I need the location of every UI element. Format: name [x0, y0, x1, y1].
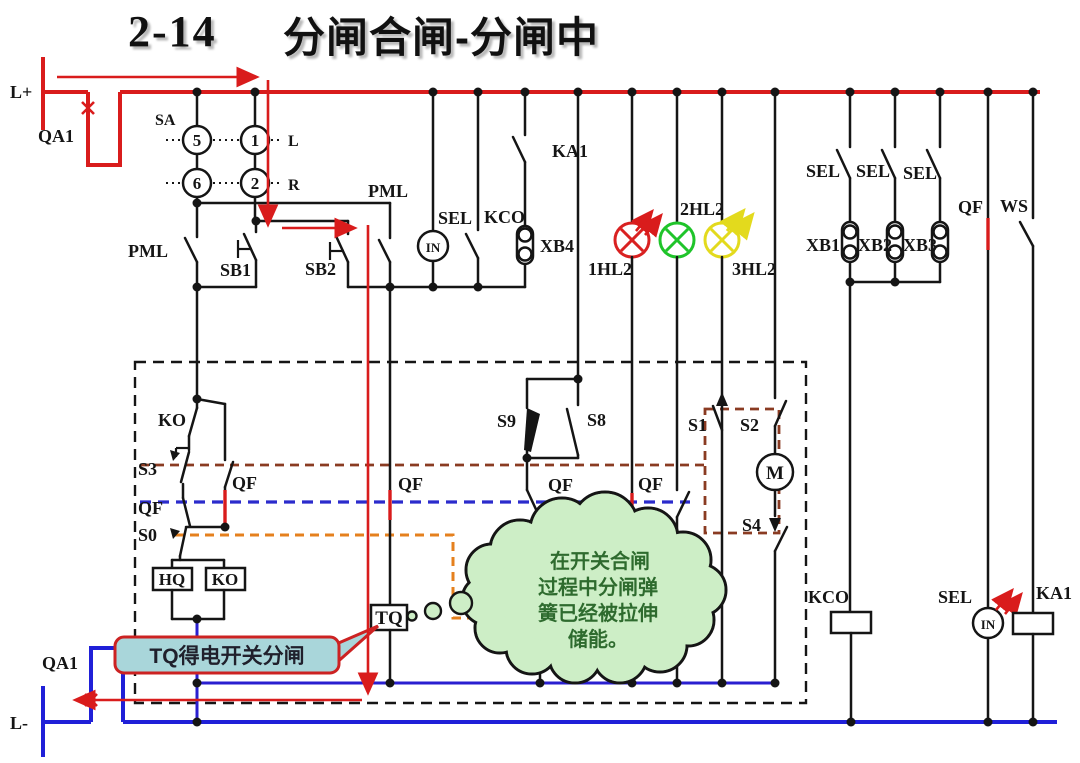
- cloud-line-1: 在开关合闸: [550, 549, 650, 573]
- label-in-mid: IN: [426, 240, 441, 255]
- label-qf-mid-right: QF: [638, 474, 663, 494]
- label-s1: S1: [688, 415, 707, 435]
- label-l-minus: L-: [10, 713, 28, 733]
- thought-bubble-large: [448, 590, 474, 616]
- current-path-annotation: [57, 66, 379, 711]
- label-qa1-bottom: QA1: [42, 653, 78, 673]
- ka1-coil: [1011, 611, 1055, 724]
- label-xb1: XB1: [806, 235, 840, 255]
- cloud-note: 在开关合闸 过程中分闸弹 簧已经被拉伸 储能。: [406, 490, 728, 685]
- lamp-2hl2: [658, 90, 696, 259]
- label-qf-branch: QF: [232, 473, 257, 493]
- label-qa1-top: QA1: [38, 126, 74, 146]
- page-number-title: 2-14: [128, 7, 217, 56]
- breaker-open-cross-bottom: [84, 693, 98, 707]
- motor-branch: [755, 90, 795, 685]
- label-sel-mid: SEL: [438, 208, 472, 228]
- in-signal-bottom: [971, 587, 1023, 724]
- junction-dots: [192, 87, 1038, 727]
- label-hq-coil: HQ: [159, 570, 185, 589]
- label-s4: S4: [742, 515, 761, 535]
- label-s0: S0: [138, 525, 157, 545]
- label-qf-mid-left: QF: [548, 475, 573, 495]
- label-tq-coil: TQ: [375, 608, 402, 629]
- label-s2: S2: [740, 415, 759, 435]
- qf-ws-columns: [986, 90, 1035, 615]
- label-sel-bottom: SEL: [938, 587, 972, 607]
- label-ka1-top: KA1: [552, 141, 588, 161]
- label-sel-r1: SEL: [806, 161, 840, 181]
- label-pml-left: PML: [128, 241, 168, 261]
- negative-bus: [41, 646, 1057, 757]
- label-sel-r2: SEL: [856, 161, 890, 181]
- callout-text: TQ得电开关分闸: [149, 644, 304, 668]
- label-ko-contact: KO: [158, 410, 186, 430]
- label-qf-left: QF: [138, 498, 163, 518]
- lamp-3hl2: [703, 90, 755, 259]
- label-sa-contact-1: 1: [251, 131, 260, 150]
- sel-xb-fuse-group: [835, 90, 950, 614]
- label-sa-r: R: [288, 177, 300, 194]
- label-pml-right: PML: [368, 181, 408, 201]
- label-ws: WS: [1000, 196, 1028, 216]
- label-sa: SA: [155, 112, 176, 129]
- label-ko-coil: KO: [212, 570, 238, 589]
- thought-bubble-small: [406, 610, 418, 622]
- label-qf-mid-tq: QF: [398, 474, 423, 494]
- label-sa-contact-5: 5: [193, 131, 202, 150]
- label-2hl2: 2HL2: [680, 199, 724, 219]
- label-xb3: XB3: [903, 235, 937, 255]
- label-sa-l: L: [288, 133, 299, 150]
- label-qf-top-right: QF: [958, 197, 983, 217]
- cloud-line-2: 过程中分闸弹: [538, 575, 658, 599]
- label-sb2: SB2: [305, 259, 336, 279]
- lamp-1hl2: [613, 90, 663, 259]
- page-title: 分闸合闸-分闸中: [283, 14, 599, 61]
- thought-bubble-medium: [423, 601, 443, 621]
- sa-selector-switch: [166, 90, 283, 223]
- label-sb1: SB1: [220, 260, 251, 280]
- label-motor: M: [766, 463, 784, 484]
- kco-coil: [829, 610, 873, 724]
- breaker-open-cross-top: [81, 101, 95, 115]
- label-s8: S8: [587, 410, 606, 430]
- left-contact-chain: [151, 285, 247, 722]
- label-s9: S9: [497, 411, 516, 431]
- label-in-bottom: IN: [981, 617, 996, 632]
- s1-branch: [711, 255, 728, 685]
- label-kco-mid: KCO: [484, 207, 525, 227]
- label-kco-coil: KCO: [808, 587, 849, 607]
- label-sel-r3: SEL: [903, 163, 937, 183]
- label-l-plus: L+: [10, 82, 32, 102]
- label-sa-contact-6: 6: [193, 174, 202, 193]
- label-xb4: XB4: [540, 236, 574, 256]
- cloud-line-4: 储能。: [568, 627, 628, 651]
- tq-callout: TQ得电开关分闸: [113, 624, 379, 675]
- cloud-line-3: 簧已经被拉伸: [538, 601, 658, 625]
- label-s3: S3: [138, 459, 157, 479]
- label-3hl2: 3HL2: [732, 259, 776, 279]
- in-kco-xb4-columns: [416, 90, 535, 289]
- label-xb2: XB2: [858, 235, 892, 255]
- label-1hl2: 1HL2: [588, 259, 632, 279]
- label-sa-contact-2: 2: [251, 174, 260, 193]
- label-ka1-coil: KA1: [1036, 583, 1072, 603]
